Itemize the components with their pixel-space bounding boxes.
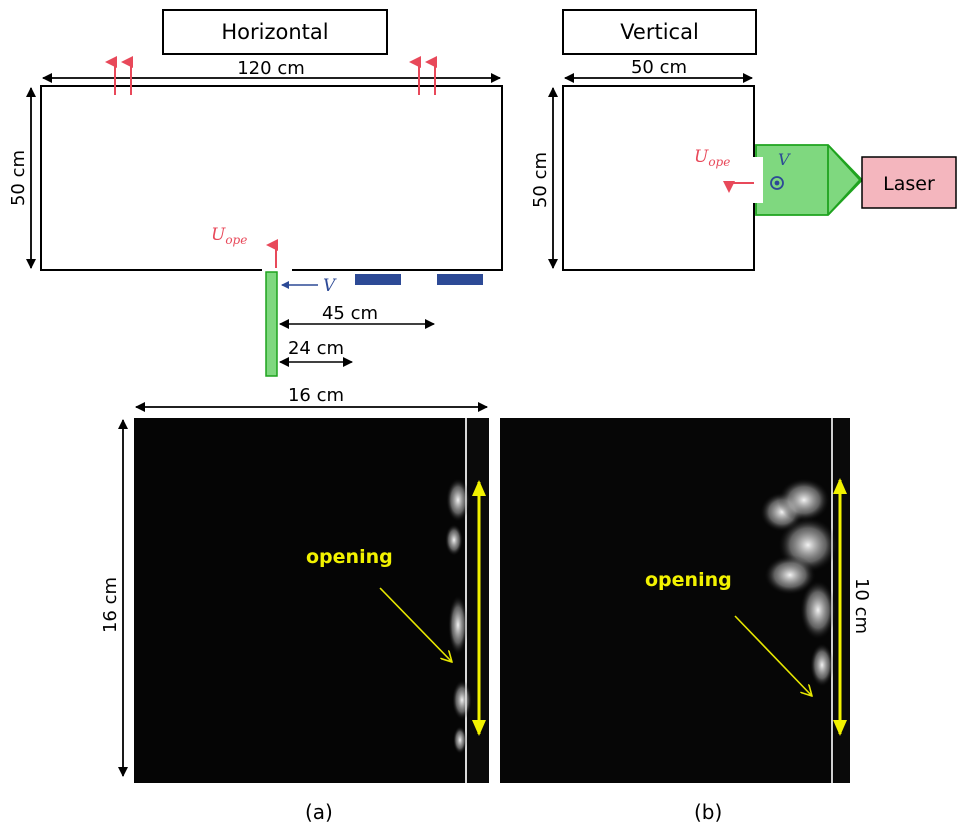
u-ope-label: Uope xyxy=(211,225,247,247)
heater-1 xyxy=(355,274,401,285)
photo-b-height-label: 10 cm xyxy=(851,578,872,634)
dist-24-label: 24 cm xyxy=(288,338,344,359)
laser-box xyxy=(861,156,957,209)
vertical-u-ope-label: Uope xyxy=(694,147,730,169)
photo-width-label: 16 cm xyxy=(288,385,344,406)
vertical-panel: 50 cm 50 cm V Uope Laser xyxy=(530,57,957,271)
outlet-arrows-right xyxy=(409,56,437,95)
opening-slot xyxy=(752,157,763,203)
photos: 16 cm 16 cm xyxy=(100,385,872,783)
horizontal-panel: 120 cm 50 cm Uope V xyxy=(8,56,503,377)
length-label: 120 cm xyxy=(237,58,305,79)
opening-pointer-a xyxy=(379,587,452,662)
vertical-height-label: 50 cm xyxy=(530,152,551,208)
light-sheet-horizontal xyxy=(265,271,278,377)
photo-height-label: 16 cm xyxy=(100,577,121,633)
v-symbol-dot xyxy=(774,180,780,186)
v-symbol-ring xyxy=(770,176,784,190)
horizontal-domain xyxy=(40,85,503,271)
vertical-title: Vertical xyxy=(562,9,757,55)
v-label: V xyxy=(323,276,337,296)
photo-b xyxy=(500,418,850,783)
vertical-domain xyxy=(562,85,755,271)
opening-label-a: opening xyxy=(306,546,393,568)
height-label: 50 cm xyxy=(8,150,29,206)
caption-a: (a) xyxy=(305,800,333,824)
vertical-width-label: 50 cm xyxy=(631,57,687,78)
dist-45-label: 45 cm xyxy=(322,303,378,324)
photo-a xyxy=(134,418,489,783)
vertical-v-label: V xyxy=(778,150,791,169)
heater-2 xyxy=(437,274,483,285)
outlet-arrows-left xyxy=(105,56,133,95)
opening-label-b: opening xyxy=(645,569,732,591)
caption-b: (b) xyxy=(694,800,723,824)
horizontal-title: Horizontal xyxy=(162,9,388,55)
opening-pointer-b xyxy=(734,615,812,696)
laser-label: Laser xyxy=(883,173,935,195)
